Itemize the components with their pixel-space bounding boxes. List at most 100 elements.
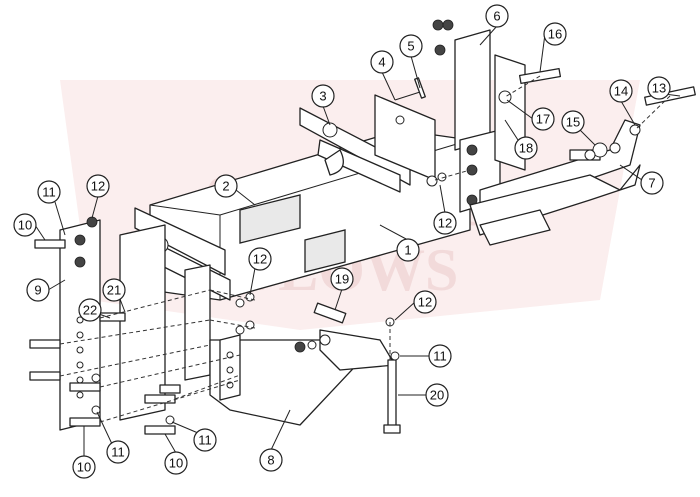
- callout-15: 15: [561, 110, 585, 134]
- callout-10: 10: [13, 213, 37, 237]
- callout-12: 12: [86, 174, 110, 198]
- callout-circle: [647, 76, 671, 100]
- callout-circle: [425, 383, 449, 407]
- callout-11: 11: [193, 428, 217, 452]
- callout-label: 11: [198, 433, 212, 448]
- callout-circle: [311, 84, 335, 108]
- callout-label: 12: [253, 252, 267, 267]
- callout-circle: [214, 174, 238, 198]
- callout-label: 12: [91, 179, 105, 194]
- callout-22: 22: [78, 298, 102, 322]
- callout-21: 21: [102, 278, 126, 302]
- callout-label: 12: [438, 216, 452, 231]
- callout-18: 18: [514, 136, 538, 160]
- left-plate-part-9: [59, 219, 211, 431]
- callout-label: 16: [548, 27, 562, 42]
- callout-10: 10: [72, 455, 96, 479]
- callout-13: 13: [647, 76, 671, 100]
- callout-11: 11: [37, 180, 61, 204]
- callout-label: 6: [493, 9, 500, 24]
- callout-circle: [433, 211, 457, 235]
- callout-12: 12: [413, 290, 437, 314]
- callout-label: 2: [222, 179, 229, 194]
- callout-label: 14: [614, 84, 628, 99]
- callout-circle: [485, 4, 509, 28]
- callout-label: 9: [34, 283, 41, 298]
- callout-20: 20: [425, 383, 449, 407]
- callout-circle: [514, 136, 538, 160]
- callout-circle: [86, 174, 110, 198]
- callout-label: 1: [404, 243, 411, 258]
- callout-17: 17: [531, 107, 555, 131]
- callout-8: 8: [259, 448, 283, 472]
- callout-circle: [399, 34, 423, 58]
- callout-circle: [102, 278, 126, 302]
- callout-label: 21: [107, 283, 121, 298]
- callout-circle: [561, 110, 585, 134]
- plate-holes: [76, 316, 84, 399]
- callout-7: 7: [640, 171, 664, 195]
- callout-circle: [72, 455, 96, 479]
- callout-label: 18: [519, 141, 533, 156]
- callout-label: 13: [652, 81, 666, 96]
- callout-11: 11: [106, 440, 130, 464]
- callout-label: 4: [378, 55, 385, 70]
- pad-part-2: [239, 194, 346, 273]
- callout-11: 11: [428, 344, 452, 368]
- alignment-lines: [59, 75, 671, 423]
- right-lift-arm-part-3: [299, 107, 411, 193]
- callout-circle: [428, 344, 452, 368]
- callout-label: 8: [267, 453, 274, 468]
- callout-label: 11: [42, 185, 56, 200]
- callout-19: 19: [330, 267, 354, 291]
- callout-label: 3: [319, 89, 326, 104]
- callout-2: 2: [214, 174, 238, 198]
- callout-9: 9: [26, 278, 50, 302]
- callout-label: 19: [335, 272, 349, 287]
- callout-14: 14: [609, 79, 633, 103]
- callout-circle: [106, 440, 130, 464]
- callout-5: 5: [399, 34, 423, 58]
- callout-circle: [248, 247, 272, 271]
- callout-3: 3: [311, 84, 335, 108]
- callout-1: 1: [396, 238, 420, 262]
- callout-12: 12: [248, 247, 272, 271]
- callout-label: 10: [18, 218, 32, 233]
- callout-circle: [193, 428, 217, 452]
- callout-circle: [396, 238, 420, 262]
- callout-circle: [37, 180, 61, 204]
- callout-label: 15: [566, 115, 580, 130]
- callout-6: 6: [485, 4, 509, 28]
- callout-circle: [78, 298, 102, 322]
- callout-label: 11: [433, 349, 447, 364]
- callout-label: 7: [648, 176, 655, 191]
- callout-circle: [413, 290, 437, 314]
- callout-label: 11: [111, 445, 125, 460]
- bottom-bracket-part-19: [313, 302, 401, 434]
- callout-16: 16: [543, 22, 567, 46]
- callout-4: 4: [370, 50, 394, 74]
- callout-circle: [26, 278, 50, 302]
- callout-10: 10: [164, 451, 188, 475]
- callout-label: 22: [83, 303, 97, 318]
- right-mount-part-7: [469, 119, 641, 246]
- callout-circle: [164, 451, 188, 475]
- callout-circle: [543, 22, 567, 46]
- callout-circle: [330, 267, 354, 291]
- callout-circle: [13, 213, 37, 237]
- callout-label: 20: [430, 388, 444, 403]
- callout-label: 10: [77, 460, 91, 475]
- callout-label: 17: [536, 112, 550, 127]
- callout-label: 10: [169, 456, 183, 471]
- callout-12: 12: [433, 211, 457, 235]
- callout-circle: [370, 50, 394, 74]
- callout-circle: [609, 79, 633, 103]
- callout-circle: [640, 171, 664, 195]
- fasteners: [29, 67, 696, 435]
- callout-circle: [531, 107, 555, 131]
- callout-label: 12: [418, 295, 432, 310]
- callout-circle: [259, 448, 283, 472]
